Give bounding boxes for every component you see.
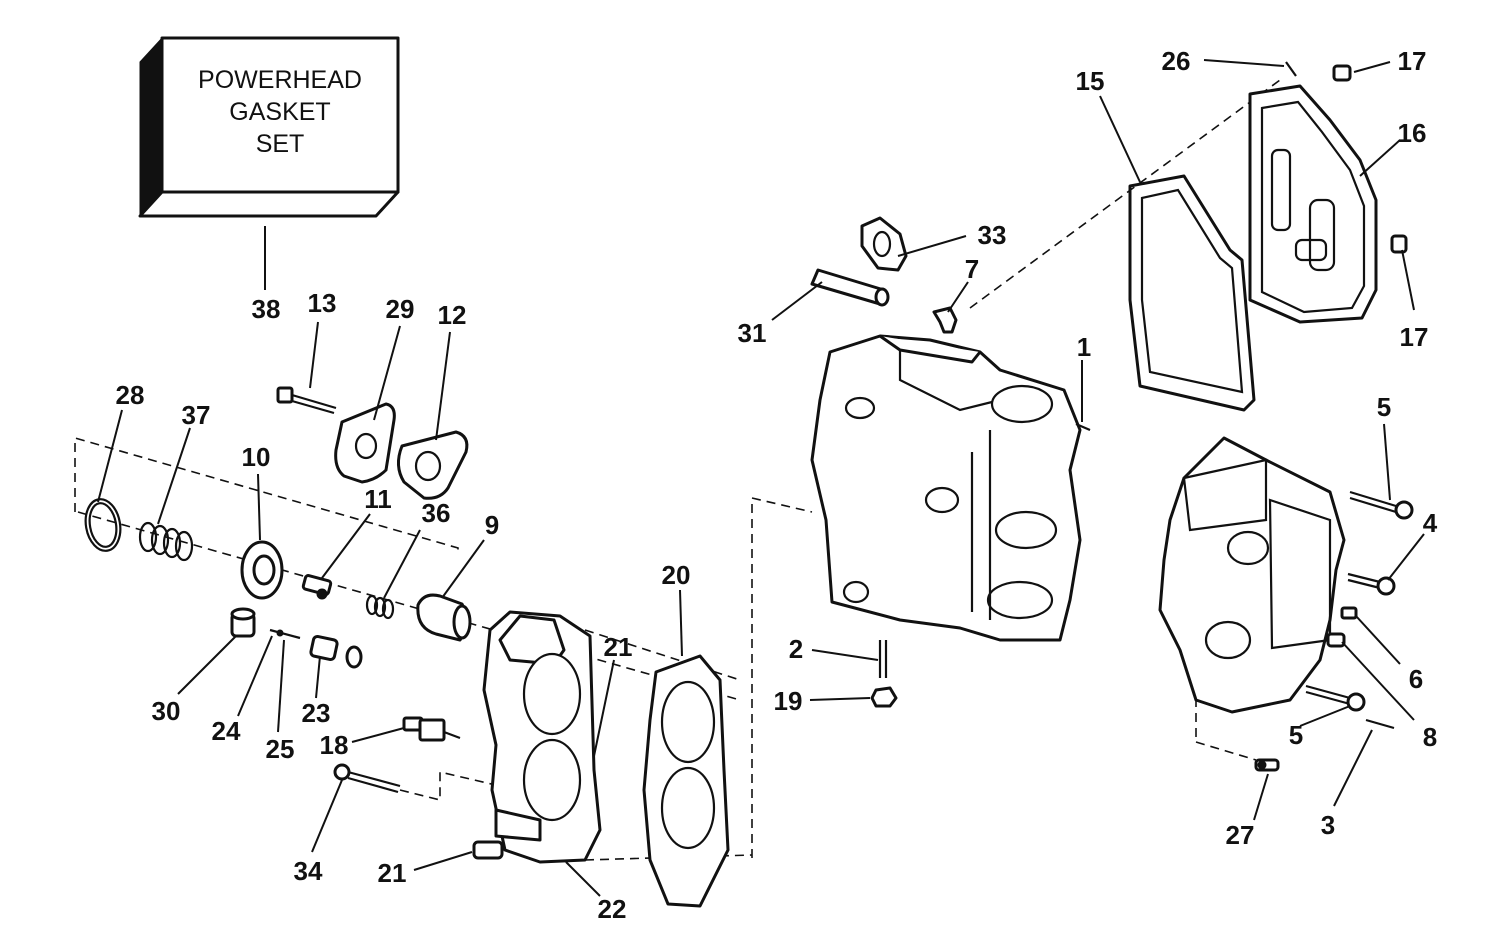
callout-1: 1 (1077, 332, 1091, 362)
callout-9: 9 (485, 510, 499, 540)
callout-37: 37 (182, 400, 211, 430)
thermostat (240, 540, 284, 600)
valve-cover (416, 593, 472, 642)
callout-13: 13 (308, 288, 337, 318)
callout-21-lower: 21 (378, 858, 407, 888)
callout-12: 12 (438, 300, 467, 330)
bolt-6 (1340, 606, 1358, 620)
gasket-set-line-1: POWERHEAD (198, 66, 362, 94)
exhaust-cover-gasket (1128, 174, 1256, 412)
callout-2: 2 (789, 634, 803, 664)
callout-10: 10 (242, 442, 271, 472)
callout-6: 6 (1409, 664, 1423, 694)
crankcase-bolt-upper (1349, 490, 1414, 520)
callout-21-upper: 21 (604, 632, 633, 662)
exhaust-cover (1248, 84, 1378, 324)
gasket-set-line-3: SET (256, 130, 305, 158)
callout-17-bottom: 17 (1400, 322, 1429, 352)
drain-plug-side (1390, 234, 1408, 254)
callout-3: 3 (1321, 810, 1335, 840)
cylinder-block (810, 334, 1082, 642)
callout-36: 36 (422, 498, 451, 528)
elbow-fitting (932, 306, 958, 334)
gasket-set-box: POWERHEAD GASKET SET (138, 36, 400, 218)
callout-26: 26 (1162, 46, 1191, 76)
plunger (309, 634, 363, 669)
crankcase-bolt-4 (1347, 572, 1396, 596)
dowel-pin (1075, 422, 1091, 432)
callout-18: 18 (320, 730, 349, 760)
callout-28: 28 (116, 380, 145, 410)
stud (878, 640, 888, 678)
thermostat-spring (138, 521, 194, 562)
callout-8: 8 (1423, 722, 1437, 752)
callout-5-lower: 5 (1289, 720, 1303, 750)
fitting (230, 607, 256, 638)
fitting-27 (1254, 758, 1280, 772)
drain-plug-top (1332, 64, 1352, 82)
crankcase-half (1158, 436, 1346, 714)
callout-11: 11 (364, 484, 392, 514)
valve-pin (269, 628, 301, 640)
callout-17-top: 17 (1398, 46, 1427, 76)
callout-5-upper: 5 (1377, 392, 1391, 422)
o-ring (84, 498, 122, 552)
crankcase-bolt-lower (1305, 684, 1366, 712)
gasket-set-line-2: GASKET (229, 98, 330, 126)
callout-29: 29 (386, 294, 415, 324)
callout-31: 31 (738, 318, 767, 348)
callout-22: 22 (598, 894, 627, 924)
head-gasket (642, 654, 730, 908)
callout-25: 25 (266, 734, 295, 764)
valve-spring (365, 594, 395, 620)
housing-gasket (397, 430, 469, 500)
callout-19: 19 (774, 686, 803, 716)
cylinder-head (472, 610, 602, 864)
callout-16: 16 (1398, 118, 1427, 148)
head-bolt (333, 763, 401, 794)
callout-7: 7 (965, 254, 979, 284)
leader-lines (97, 59, 1425, 897)
callout-labels: 38 13 29 12 28 37 10 11 36 9 30 24 25 23… (116, 46, 1438, 924)
callout-34: 34 (294, 856, 323, 886)
lifting-bracket (860, 216, 908, 272)
housing-bolt (276, 386, 337, 415)
cover-screw (1285, 61, 1297, 77)
nut (870, 686, 898, 708)
callout-33: 33 (978, 220, 1007, 250)
bolt-8 (1326, 632, 1346, 648)
callout-20: 20 (662, 560, 691, 590)
thermostat-housing (334, 402, 396, 484)
callout-15: 15 (1076, 66, 1105, 96)
callout-38: 38 (252, 294, 281, 324)
callout-27: 27 (1226, 820, 1255, 850)
hose (810, 268, 890, 307)
callout-30: 30 (152, 696, 181, 726)
bypass-valve (301, 574, 333, 600)
spark-plug (402, 716, 461, 742)
callout-4: 4 (1423, 508, 1438, 538)
callout-23: 23 (302, 698, 331, 728)
callout-24: 24 (212, 716, 241, 746)
dowel-3 (1365, 718, 1395, 730)
